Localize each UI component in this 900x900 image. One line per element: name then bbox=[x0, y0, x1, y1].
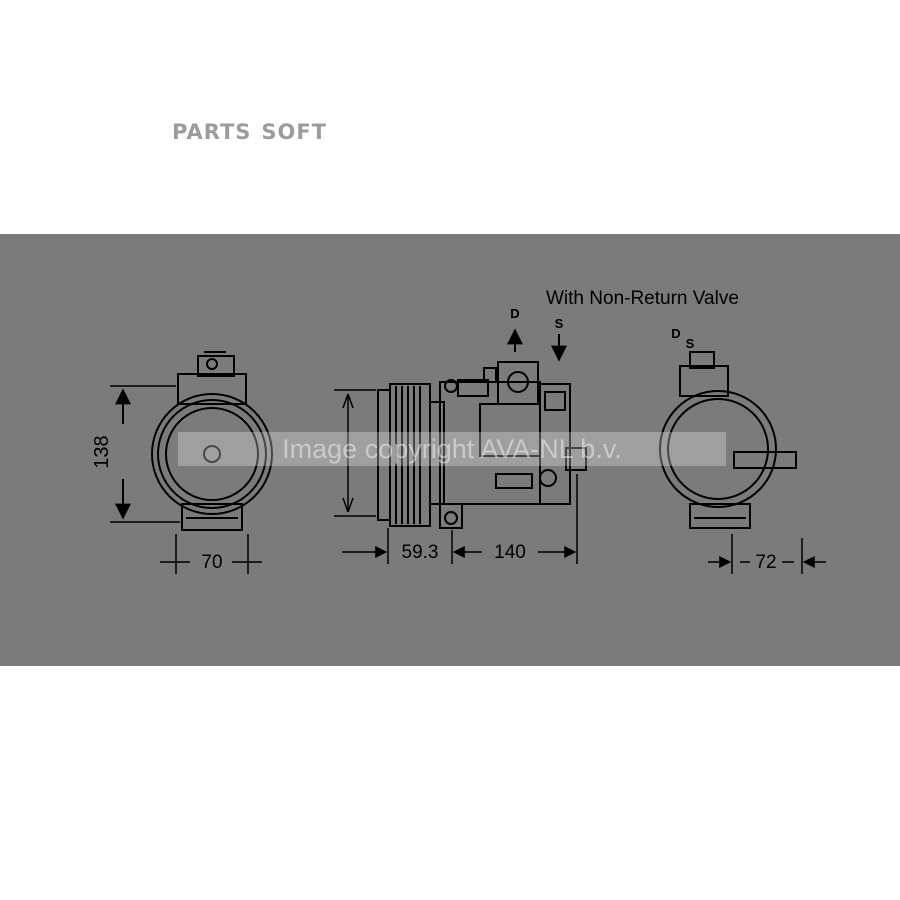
pulley-dimension-label: 59.3 bbox=[402, 542, 439, 563]
diagram-panel: 138 70 bbox=[0, 234, 900, 666]
brand-logo: PARTS SOFT bbox=[172, 120, 327, 144]
non-return-valve-note: With Non-Return Valve bbox=[546, 288, 739, 309]
side-view bbox=[334, 328, 587, 564]
front-width-dimension-label: 70 bbox=[201, 552, 222, 573]
watermark-band bbox=[178, 432, 726, 466]
body-length-dimension-label: 140 bbox=[494, 542, 526, 563]
port-d-label: D bbox=[510, 306, 519, 321]
height-dimension-label: 138 bbox=[91, 435, 113, 468]
rear-width-dimension-label: 72 bbox=[755, 552, 776, 573]
rear-port-s-label: S bbox=[686, 336, 695, 351]
front-view bbox=[110, 351, 273, 574]
copyright-watermark: Image copyright AVA-NL b.v. bbox=[282, 434, 622, 464]
port-s-label: S bbox=[555, 316, 564, 331]
brand-word-soft: SOFT bbox=[261, 120, 328, 144]
rear-view bbox=[659, 351, 826, 574]
brand-word-parts: PARTS bbox=[172, 120, 252, 144]
compressor-drawing: 138 70 bbox=[91, 288, 826, 574]
rear-port-d-label: D bbox=[671, 326, 680, 341]
